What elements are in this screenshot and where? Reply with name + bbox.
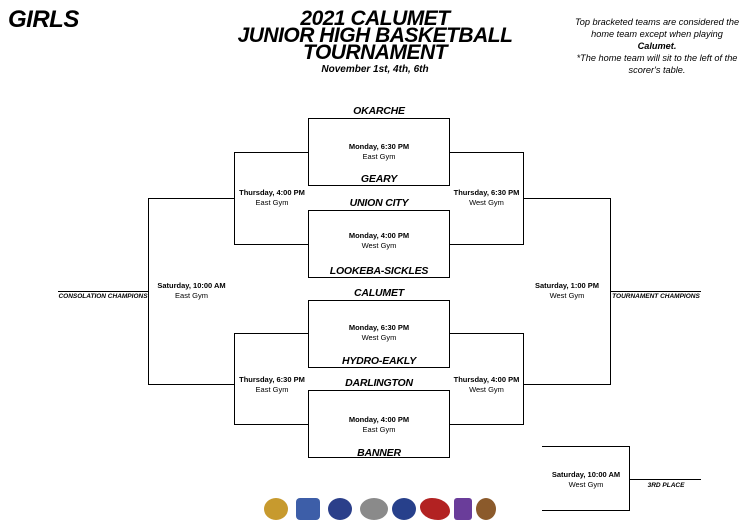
knight-logo-icon (328, 498, 352, 520)
team-calumet: CALUMET (354, 287, 404, 299)
he-logo-icon (454, 498, 472, 520)
calumet-logo-icon (264, 498, 288, 520)
win-top-line-b (449, 244, 524, 245)
team-lookeba-sickles: LOOKEBA-SICKLES (329, 265, 429, 277)
win-top-line-a (449, 152, 524, 153)
third-line-a (542, 446, 630, 447)
third-vertical (629, 446, 630, 511)
tournament-dates: November 1st, 4th, 6th (321, 64, 429, 75)
cons-top-line-b (234, 244, 309, 245)
tournament-champion-line (610, 291, 701, 292)
game3-box (308, 300, 450, 368)
team-geary: GEARY (360, 173, 398, 185)
win-final-line-a (523, 198, 611, 199)
title-line-3: TOURNAMENT (303, 41, 447, 64)
team-union-city: UNION CITY (349, 197, 409, 209)
win-bottom-line-a (449, 333, 524, 334)
shield-logo-icon (296, 498, 320, 520)
win-bottom-vertical (523, 333, 524, 425)
third-place-label: 3RD PLACE (647, 482, 685, 489)
cons-top-line-a (234, 152, 309, 153)
cons-final-line-a (148, 198, 235, 199)
team-okarche: OKARCHE (353, 105, 405, 117)
win-final-line-b (523, 384, 611, 385)
gender-label: GIRLS (8, 6, 79, 33)
team-hydro-eakly: HYDRO-EAKLY (341, 355, 417, 367)
consolation-champions-label: CONSOLATION CHAMPIONS (58, 293, 148, 300)
tournament-champions-label: TOURNAMENT CHAMPIONS (612, 293, 700, 300)
chief-logo-icon (476, 498, 496, 520)
cons-bottom-line-a (234, 333, 309, 334)
win-bottom-line-b (449, 424, 524, 425)
third-place-line (629, 479, 701, 480)
team-darlington: DARLINGTON (345, 377, 413, 389)
title-line-1: 2021 CALUMET (300, 7, 450, 30)
home-team-note: Top bracketed teams are considered the h… (574, 17, 740, 75)
team-banner: BANNER (357, 447, 401, 459)
third-line-b (542, 510, 630, 511)
cons-final-line-b (148, 384, 235, 385)
bulldog-logo-icon (420, 498, 450, 520)
title-line-2: JUNIOR HIGH BASKETBALL (237, 24, 513, 47)
cons-champion-line (58, 291, 149, 292)
cons-bottom-line-b (234, 424, 309, 425)
wolf-logo-icon (392, 498, 416, 520)
elephant-logo-icon (360, 498, 388, 520)
cons-bottom-vertical (234, 333, 235, 425)
